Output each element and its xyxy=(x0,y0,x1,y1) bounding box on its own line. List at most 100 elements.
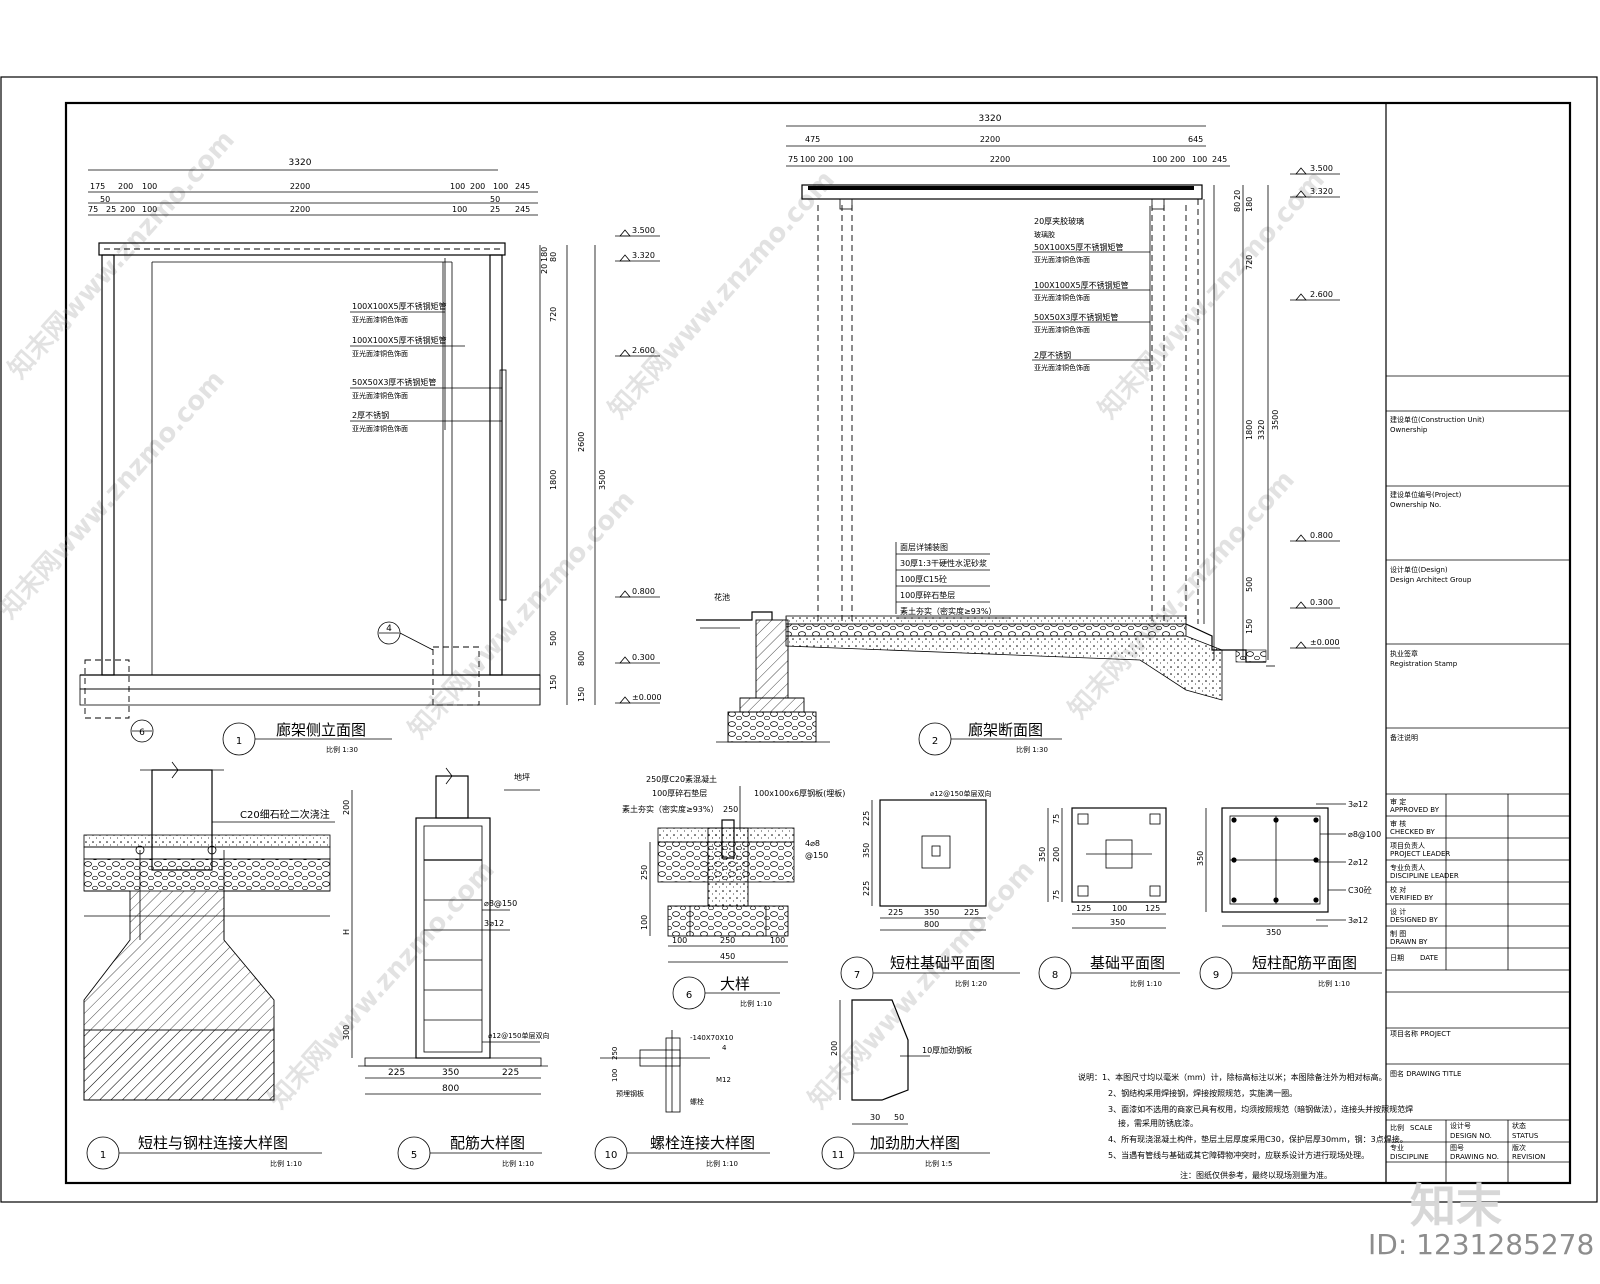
dim: 150 xyxy=(549,675,558,690)
titleblock-label: REVISION xyxy=(1512,1153,1545,1161)
titleblock-label: 状态 xyxy=(1512,1121,1526,1130)
detail-footing-plan: ⌀12@150单层双向 225 350 225 225 350 225 800 … xyxy=(840,789,1020,990)
dim: 225 xyxy=(502,1068,519,1078)
view-title: 廊架断面图 xyxy=(968,721,1043,739)
titleblock-label: Ownership xyxy=(1390,426,1428,434)
titleblock-label: DRAWING NO. xyxy=(1450,1153,1499,1161)
dim: 20 xyxy=(1233,190,1242,200)
view-number: 11 xyxy=(832,1150,845,1161)
titleblock-label: 制 图 xyxy=(1390,929,1406,938)
level: ±0.000 xyxy=(1310,638,1340,647)
dim: 720 xyxy=(549,307,558,322)
dim: 100 xyxy=(770,936,785,945)
titleblock-label: 项目负责人 xyxy=(1390,841,1425,850)
dim: 50 xyxy=(100,195,110,204)
dim: 250 xyxy=(640,865,649,880)
detail-note: 100厚碎石垫层 xyxy=(652,788,707,798)
rebar-note: ⌀8@150 xyxy=(484,899,517,908)
dim: 225 xyxy=(388,1068,405,1078)
detail-note: 螺栓 xyxy=(690,1097,704,1106)
dim: 20 xyxy=(540,264,549,274)
titleblock-label: 设计单位(Design) xyxy=(1390,565,1448,574)
dim: 500 xyxy=(1245,577,1254,592)
watermark: 知末网www.znzmo.com xyxy=(803,855,1041,1115)
detail-base-plan: 75 200 75 350 125 100 125 350 8 基础平面图 比例… xyxy=(1038,807,1180,990)
dim: 2200 xyxy=(980,135,1000,144)
detail-note: M12 xyxy=(716,1076,731,1084)
note: 亚光面漆铜色饰面 xyxy=(1034,293,1090,302)
note-line: 3、面漆如不选用的商家已具有权用，均须按照规范（暗钢做法），连接头并按照规范焊 xyxy=(1108,1104,1413,1114)
detail-note: 250厚C20素混凝土 xyxy=(646,774,717,784)
note: 亚光面漆铜色饰面 xyxy=(1034,363,1090,372)
dim: 1800 xyxy=(549,470,558,490)
note: 100X100X5厚不锈钢矩管 xyxy=(352,335,447,345)
dim: 2200 xyxy=(990,155,1010,164)
view-number: 5 xyxy=(411,1150,417,1161)
view-title: 短柱配筋平面图 xyxy=(1252,954,1357,972)
detail-note: 素土夯实（密实度≥93%） xyxy=(622,804,718,814)
brand-watermark: 知末 xyxy=(1410,1179,1502,1233)
dim: 645 xyxy=(1188,135,1203,144)
side-elevation-view: 3320 175 200 100 2200 100 200 100 245 50… xyxy=(79,158,662,756)
titleblock-label: 建设单位编号(Project) xyxy=(1390,490,1462,499)
titleblock-label: 项目名称 PROJECT xyxy=(1390,1029,1451,1038)
watermark: 知末网www.znzmo.com xyxy=(0,365,231,625)
titleblock-label: 图名 DRAWING TITLE xyxy=(1390,1069,1461,1078)
dim: 75 xyxy=(1052,890,1061,900)
titleblock-label: VERIFIED BY xyxy=(1390,894,1434,902)
dim-total: 3320 xyxy=(979,114,1002,124)
dim: 80 xyxy=(1233,202,1242,212)
dim: 450 xyxy=(720,952,735,961)
note: 50X50X3厚不锈钢矩管 xyxy=(352,377,436,387)
view-number: 1 xyxy=(236,736,242,747)
dim: 245 xyxy=(515,182,530,191)
view-title: 配筋大样图 xyxy=(450,1134,525,1152)
view-title: 廊架侧立面图 xyxy=(276,721,366,739)
titleblock-label: 设计号 xyxy=(1450,1121,1471,1130)
level: 0.800 xyxy=(1310,531,1333,540)
dim: 100 xyxy=(838,155,853,164)
dim: 500 xyxy=(549,631,558,646)
note: 亚光面漆铜色饰面 xyxy=(1034,325,1090,334)
dim: 100 xyxy=(142,182,157,191)
footnote: 注：图纸仅供参考，最终以现场测量为准。 xyxy=(1180,1170,1332,1180)
view-number: 10 xyxy=(605,1150,618,1161)
detail-note: 10厚加劲钢板 xyxy=(922,1045,972,1055)
note: 亚光面漆铜色饰面 xyxy=(352,424,408,433)
view-number: 6 xyxy=(686,990,692,1001)
view-scale: 比例 1:10 xyxy=(502,1159,534,1168)
dim: 100 xyxy=(1152,155,1167,164)
view-title: 螺栓连接大样图 xyxy=(650,1134,755,1152)
titleblock-label: DISCIPLINE xyxy=(1390,1153,1429,1161)
detail-label: C20细石砼二次浇注 xyxy=(240,808,330,821)
view-number: 9 xyxy=(1213,970,1219,981)
dim: 80 xyxy=(549,252,558,262)
dim: 200 xyxy=(120,205,135,214)
titleblock-label: STATUS xyxy=(1512,1132,1539,1140)
dim: 150 xyxy=(577,687,586,702)
rebar-note: ⌀8@100 xyxy=(1348,830,1381,839)
dim: 225 xyxy=(888,908,903,917)
titleblock-label: 审 定 xyxy=(1390,797,1406,806)
dim: 25 xyxy=(490,205,500,214)
dim: 30 xyxy=(870,1113,880,1122)
dim: 100 xyxy=(450,182,465,191)
dim: 350 xyxy=(924,908,939,917)
note: 20厚夹胶玻璃 xyxy=(1034,216,1084,226)
level: ±0.000 xyxy=(632,693,662,702)
detail-note: ⌀12@150单层双向 xyxy=(930,789,991,798)
dim: 350 xyxy=(862,843,871,858)
titleblock-label: 校 对 xyxy=(1390,885,1406,894)
view-title: 大样 xyxy=(720,975,750,993)
general-notes: 说明：1、本图尺寸均以毫米（mm）计，除标高标注以米；本图除备注外为相对标高。 … xyxy=(1078,1072,1413,1180)
dim: 225 xyxy=(964,908,979,917)
dim: 75 xyxy=(788,155,798,164)
dim: 200 xyxy=(470,182,485,191)
dim: 100 xyxy=(452,205,467,214)
detail-column-rebar-plan: 3⌀12 ⌀8@100 2⌀12 C30砼 3⌀12 350 350 9 短柱配… xyxy=(1196,800,1382,990)
rebar-note: 3⌀12 xyxy=(1348,916,1368,925)
rebar-note: C30砼 xyxy=(1348,885,1372,895)
titleblock-label: DRAWN BY xyxy=(1390,938,1428,946)
ground-layer: 30厚1:3干硬性水泥砂浆 xyxy=(900,558,987,568)
watermark: 知末网www.znzmo.com xyxy=(603,165,841,425)
